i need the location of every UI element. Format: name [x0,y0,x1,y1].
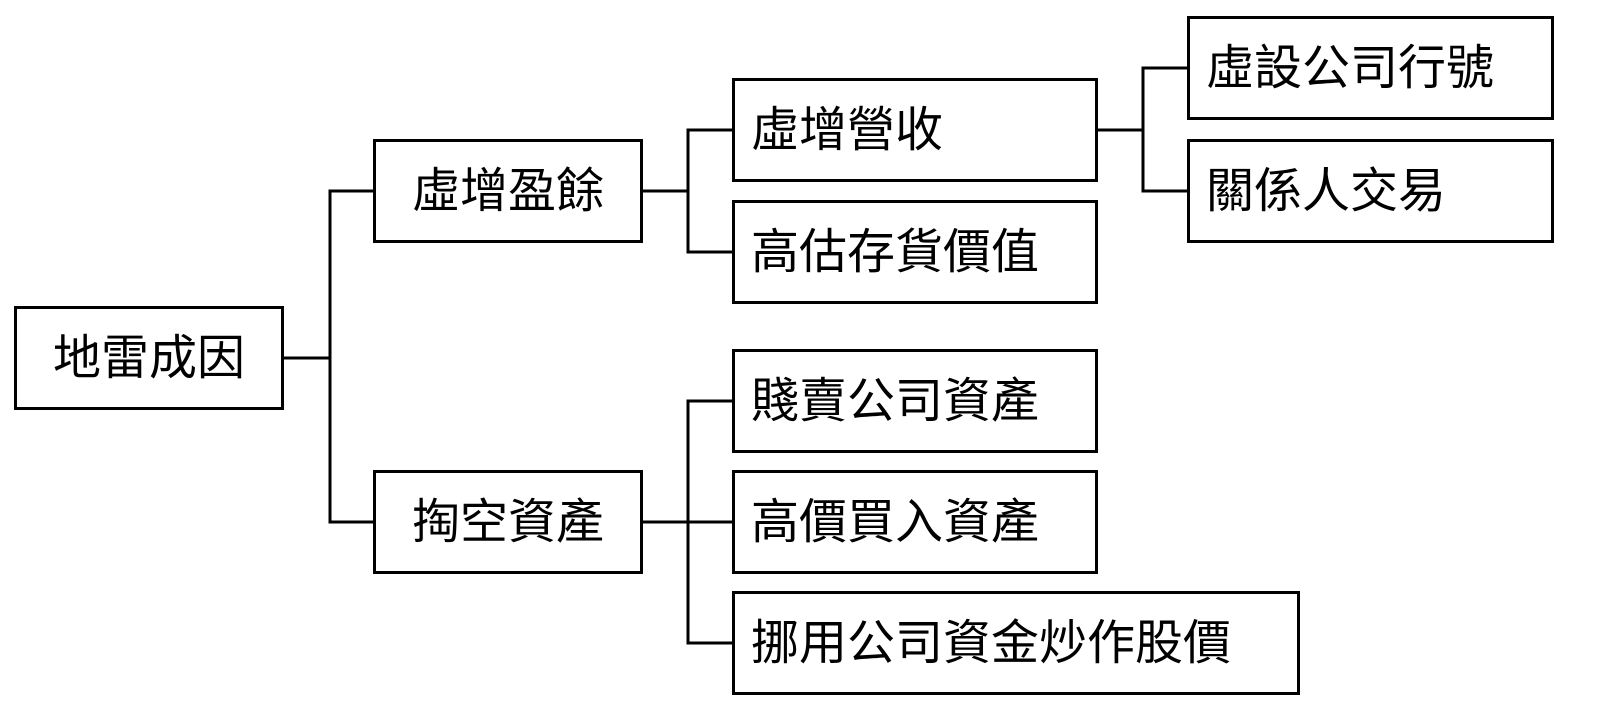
node-a1: 虛增營收 [732,78,1098,182]
node-a2: 高估存貨價值 [732,200,1098,304]
node-branch-a-label: 虛增盈餘 [411,163,604,219]
node-b3-label: 挪用公司資金炒作股價 [751,615,1232,671]
node-b2: 高價買入資產 [732,470,1098,574]
node-branch-b: 掏空資產 [373,470,643,574]
node-b3: 挪用公司資金炒作股價 [732,591,1300,695]
node-b2-label: 高價買入資產 [751,494,1040,550]
node-a1b-label: 關係人交易 [1206,163,1447,219]
node-a1-label: 虛增營收 [751,102,944,158]
node-a1a-label: 虛設公司行號 [1206,40,1495,96]
node-a1a: 虛設公司行號 [1187,16,1554,120]
node-a2-label: 高估存貨價值 [751,224,1040,280]
node-b1-label: 賤賣公司資產 [751,373,1040,429]
node-branch-a: 虛增盈餘 [373,139,643,243]
node-root-label: 地雷成因 [52,330,245,386]
node-b1: 賤賣公司資產 [732,349,1098,453]
node-root: 地雷成因 [14,306,284,410]
node-branch-b-label: 掏空資產 [411,494,604,550]
node-a1b: 關係人交易 [1187,139,1554,243]
